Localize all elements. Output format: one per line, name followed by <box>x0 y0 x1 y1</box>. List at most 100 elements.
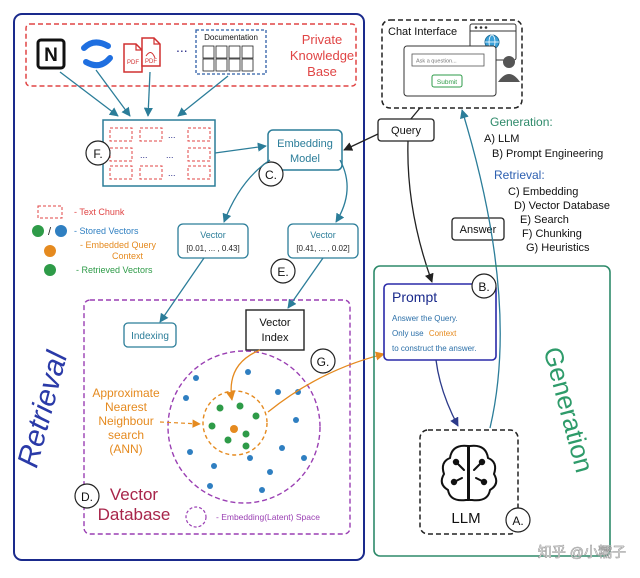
vector-right-value: [0.41, ... , 0.02] <box>296 244 349 253</box>
chat-interface-title: Chat Interface <box>388 26 457 38</box>
vector-database-line1: Vector <box>110 485 159 504</box>
notion-icon: N <box>36 38 66 70</box>
marker-d <box>74 483 100 509</box>
chunks-ellipsis: ... <box>140 150 148 160</box>
llm-label: LLM <box>451 510 480 527</box>
svg-text:PDF: PDF <box>127 60 139 66</box>
vector-database-box <box>83 299 351 535</box>
query-box <box>377 118 435 142</box>
answer-label: Answer <box>460 224 497 236</box>
embedding-space-swatch <box>185 506 207 528</box>
retrieval-item: D) Vector Database <box>514 200 610 212</box>
prompt-title: Prompt <box>392 289 437 305</box>
svg-text:A.: A. <box>512 514 523 528</box>
marker-e <box>270 258 296 284</box>
embedding-model-line1: Embedding <box>277 138 333 150</box>
ann-line2: Nearest <box>105 400 148 414</box>
legend: - Text Chunk / - Stored Vectors - Embedd… <box>32 205 157 276</box>
legend-green-dot <box>32 225 44 237</box>
indexing-box <box>123 322 177 348</box>
chunks-ellipsis: ... <box>168 168 176 178</box>
prompt-box <box>383 283 497 361</box>
pdf-icon: PDF <box>141 37 161 67</box>
stored-vectors <box>183 369 307 493</box>
indexing-label: Indexing <box>131 331 169 342</box>
user-avatar-icon <box>498 56 520 82</box>
answer-box <box>451 217 505 241</box>
svg-text:D.: D. <box>81 490 93 504</box>
chunks-box <box>102 119 216 187</box>
embedding-space-circle <box>167 350 321 504</box>
svg-text:B.: B. <box>478 280 489 294</box>
prompt-line2: Only use Context <box>392 329 457 338</box>
retrieval-item: F) Chunking <box>522 228 582 240</box>
legend-orange-dot <box>44 245 56 257</box>
legend-blue-dot <box>55 225 67 237</box>
legend-stored-vectors: - Stored Vectors <box>74 226 139 236</box>
retrieval-heading: Retrieval: <box>494 168 545 182</box>
kb-title-line3: Base <box>307 64 337 79</box>
generation-frame <box>373 265 611 557</box>
kb-title-line2: Knowledge <box>290 48 354 63</box>
watermark: 知乎 @小糯子 <box>538 544 626 560</box>
documentation-label: Documentation <box>204 33 258 42</box>
svg-text:E.: E. <box>277 265 288 279</box>
confluence-icon <box>81 39 113 69</box>
documentation-box <box>195 29 267 75</box>
documents-stack-icon <box>202 45 254 72</box>
pdf-icon: PDF <box>123 43 143 73</box>
vector-right-title: Vector <box>310 230 336 240</box>
generation-label: Generation <box>538 344 600 476</box>
retrieval-item: E) Search <box>520 214 569 226</box>
ann-region-circle <box>202 390 268 456</box>
submit-label: Submit <box>437 79 457 86</box>
legend-query-context-line2: Context <box>112 251 144 261</box>
marker-a <box>505 507 531 533</box>
question-placeholder: Ask a question... <box>416 59 457 65</box>
marker-b <box>471 273 497 299</box>
retrieval-label: Retrieval <box>12 347 75 471</box>
retrieval-frame <box>13 13 365 561</box>
marker-c <box>258 161 284 187</box>
marker-f <box>85 140 111 166</box>
vector-left-value: [0.01, ... , 0.43] <box>186 244 239 253</box>
legend-text-chunk-swatch <box>37 205 63 219</box>
generation-item: B) Prompt Engineering <box>492 148 603 160</box>
text-chunks <box>109 127 211 180</box>
svg-text:PDF: PDF <box>145 59 157 65</box>
ann-line5: (ANN) <box>109 442 142 456</box>
legend-retrieved-vectors: - Retrieved Vectors <box>76 265 153 275</box>
marker-g <box>310 348 336 374</box>
prompt-line1: Answer the Query. <box>392 314 458 323</box>
ann-line1: Approximate <box>92 386 160 400</box>
legend-query-context-line1: - Embedded Query <box>80 240 157 250</box>
submit-button[interactable] <box>431 74 463 88</box>
kb-title-line1: Private <box>302 32 342 47</box>
vector-index-box <box>245 309 305 351</box>
embedding-model-box <box>267 129 343 171</box>
retrieval-item: G) Heuristics <box>526 242 590 254</box>
chunks-ellipsis: ... <box>166 150 174 160</box>
generation-heading: Generation: <box>490 115 553 129</box>
retrieval-item: C) Embedding <box>508 186 578 198</box>
svg-text:N: N <box>44 45 58 66</box>
ann-line3: Neighbour <box>98 414 153 428</box>
chat-window <box>403 45 497 97</box>
vector-index-line2: Index <box>262 332 289 344</box>
query-label: Query <box>391 125 421 137</box>
embedded-query-dot <box>230 425 238 433</box>
legend-text-chunk: - Text Chunk <box>74 207 125 217</box>
embedding-model-line2: Model <box>290 153 320 165</box>
legend-slash: / <box>48 226 52 238</box>
vector-database-line2: Database <box>98 505 171 524</box>
knowledge-base-box <box>25 23 357 87</box>
question-input[interactable] <box>411 53 485 67</box>
svg-text:C.: C. <box>265 168 277 182</box>
prompt-line3: to construct the answer. <box>392 344 477 353</box>
legend-green-dot <box>44 264 56 276</box>
sources-ellipsis: ... <box>176 39 188 55</box>
embedding-space-label: - Embedding(Latent) Space <box>216 512 320 522</box>
svg-text:F.: F. <box>93 147 102 161</box>
vector-index-line1: Vector <box>259 317 291 329</box>
